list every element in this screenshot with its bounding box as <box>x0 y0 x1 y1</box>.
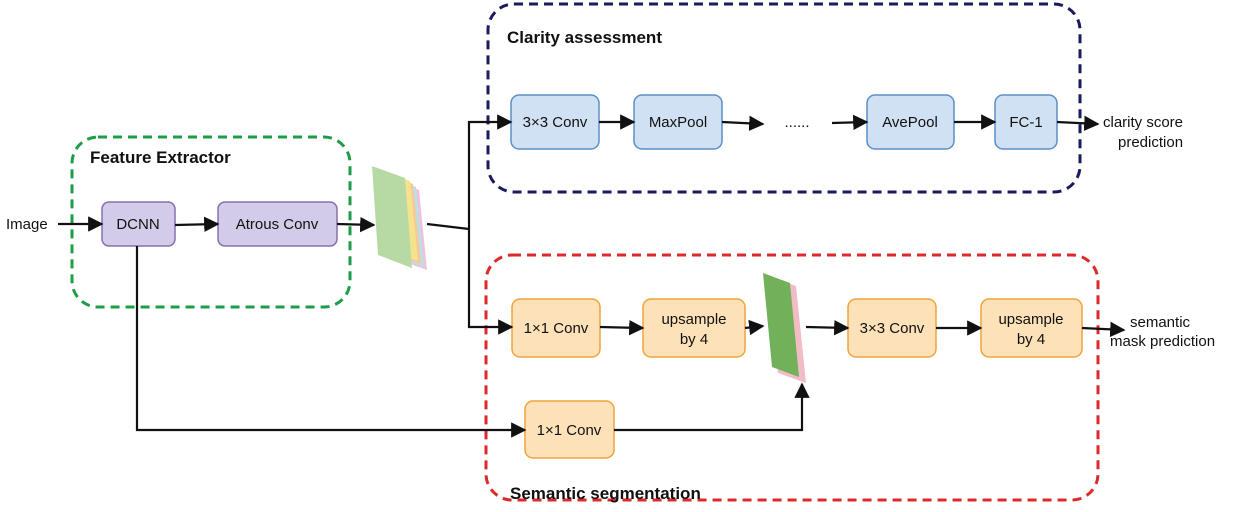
connector-stack-to-split <box>426 222 470 231</box>
semantic-output-label-line2: mask prediction <box>1110 333 1215 350</box>
node-3x3-conv-bottom-label: 3×3 Conv <box>860 320 925 337</box>
node-dcnn-label: DCNN <box>116 216 159 233</box>
arrow-dcnn-skip-to-conv1b <box>135 246 527 438</box>
arrow-dcnn-to-atrous <box>174 216 220 233</box>
feature-map-stack <box>372 166 427 270</box>
arrow-featuremap-to-conv3 <box>805 319 850 336</box>
arrow-conv1b-to-featuremap <box>614 382 810 432</box>
node-1x1-conv-a-label: 1×1 Conv <box>524 320 589 337</box>
arrow-split-to-segmentation <box>467 229 514 335</box>
segmentation-feature-map <box>763 273 806 383</box>
arrow-split-to-clarity <box>467 114 513 229</box>
group-semantic-segmentation-title: Semantic segmentation <box>510 484 701 503</box>
node-avepool-label: AvePool <box>882 114 938 131</box>
arrow-upsample-to-featuremap <box>744 319 765 336</box>
node-atrous-conv-label: Atrous Conv <box>236 216 319 233</box>
clarity-output-label-line2: prediction <box>1118 134 1183 151</box>
group-clarity-assessment-title: Clarity assessment <box>507 28 662 47</box>
arrow-maxpool-to-dots <box>721 115 765 132</box>
node-upsample-b <box>980 298 1083 358</box>
arrow-conv1a-to-upsample <box>599 319 645 336</box>
arrow-upsample-b-to-output <box>1081 321 1126 338</box>
clarity-output-label-line1: clarity score <box>1103 114 1183 131</box>
node-upsample-a-line1: upsample <box>661 311 726 328</box>
node-maxpool-label: MaxPool <box>649 114 707 131</box>
semantic-output-label-line1: semantic <box>1130 314 1191 331</box>
node-1x1-conv-b-label: 1×1 Conv <box>537 422 602 439</box>
arrow-fc-to-output <box>1056 115 1100 132</box>
group-feature-extractor <box>70 135 352 309</box>
node-fc-1-label: FC-1 <box>1009 114 1042 131</box>
node-upsample-a-line2: by 4 <box>680 331 708 348</box>
group-clarity-assessment <box>486 2 1082 194</box>
arrow-atrous-to-stack <box>336 216 376 233</box>
group-semantic-segmentation <box>484 253 1100 502</box>
node-ellipsis: ...... <box>784 114 809 131</box>
node-upsample-b-line1: upsample <box>998 311 1063 328</box>
node-upsample-a <box>642 298 746 358</box>
input-label: Image <box>6 216 48 233</box>
node-3x3-conv-top-label: 3×3 Conv <box>523 114 588 131</box>
arrow-dots-to-avepool <box>831 114 869 131</box>
node-upsample-b-line2: by 4 <box>1017 331 1045 348</box>
group-feature-extractor-title: Feature Extractor <box>90 148 231 167</box>
